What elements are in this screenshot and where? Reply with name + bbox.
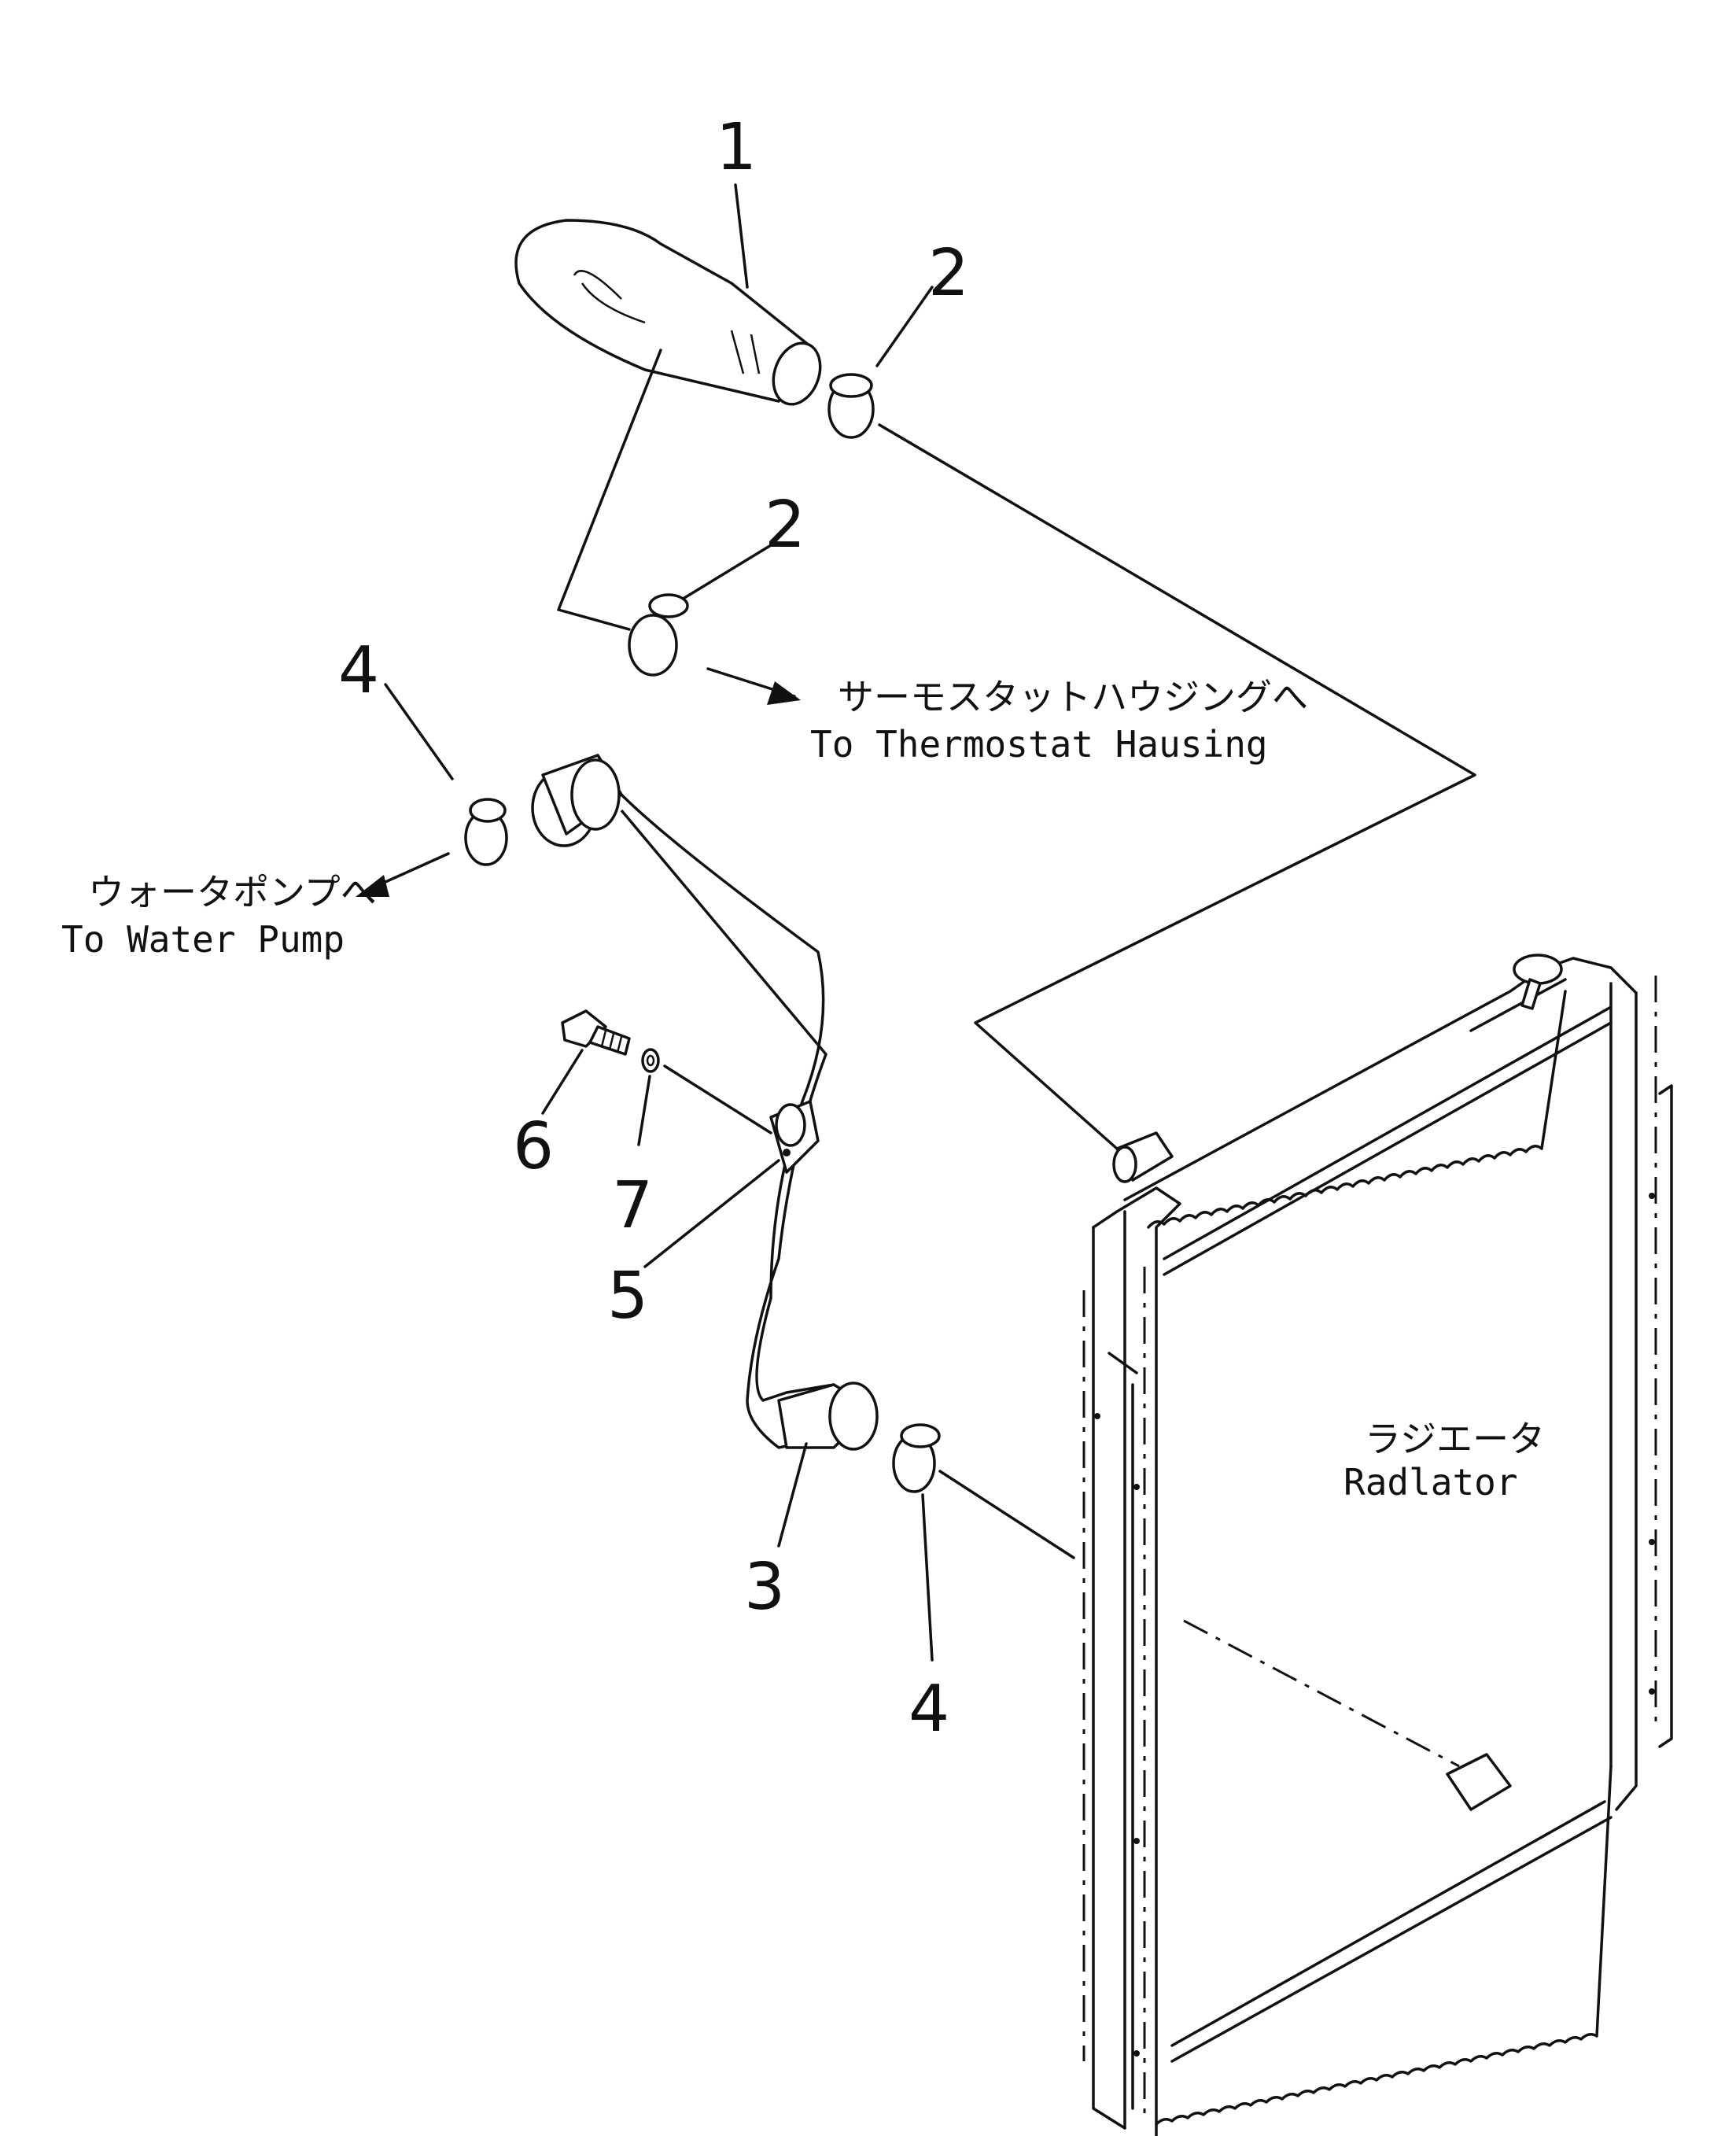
radiator-label-jp: ラジエータ xyxy=(1365,1418,1545,1460)
callout-2-upper: 2 xyxy=(928,236,969,311)
callout-3: 3 xyxy=(744,1550,785,1625)
hose-clamp-4-upper xyxy=(464,798,508,866)
upper-hose xyxy=(514,219,822,406)
bolt-6 xyxy=(561,1009,631,1056)
hose-clamp-2-upper xyxy=(827,373,875,439)
lower-hose xyxy=(531,754,879,1451)
bracket-clamp-5 xyxy=(769,1100,820,1174)
thermostat-label-en: To Thermostat Hausing xyxy=(810,723,1268,765)
callout-numbers: 1 2 2 4 6 7 5 3 4 xyxy=(338,110,969,1747)
radiator-label-en: Radlator xyxy=(1343,1461,1518,1503)
washer-7 xyxy=(641,1048,660,1073)
hose-clamp-4-lower xyxy=(892,1423,941,1493)
water-pump-label-en: To Water Pump xyxy=(61,918,345,961)
callout-5: 5 xyxy=(607,1259,648,1334)
water-pump-label-jp: ウォータポンプへ xyxy=(88,871,377,913)
callout-4-left: 4 xyxy=(338,633,379,708)
callout-1: 1 xyxy=(716,110,757,185)
callout-2-middle: 2 xyxy=(765,488,805,563)
leader-lines xyxy=(356,183,1476,1768)
thermostat-label-jp: サーモスタットハウジングへ xyxy=(838,676,1308,718)
callout-6: 6 xyxy=(513,1109,554,1184)
radiator xyxy=(1082,954,1673,2136)
callout-4-lower: 4 xyxy=(909,1672,949,1747)
hose-clamp-2-middle xyxy=(628,593,689,677)
destination-labels: サーモスタットハウジングへ To Thermostat Hausing ウォータ… xyxy=(61,676,1545,1503)
callout-7: 7 xyxy=(612,1168,653,1243)
